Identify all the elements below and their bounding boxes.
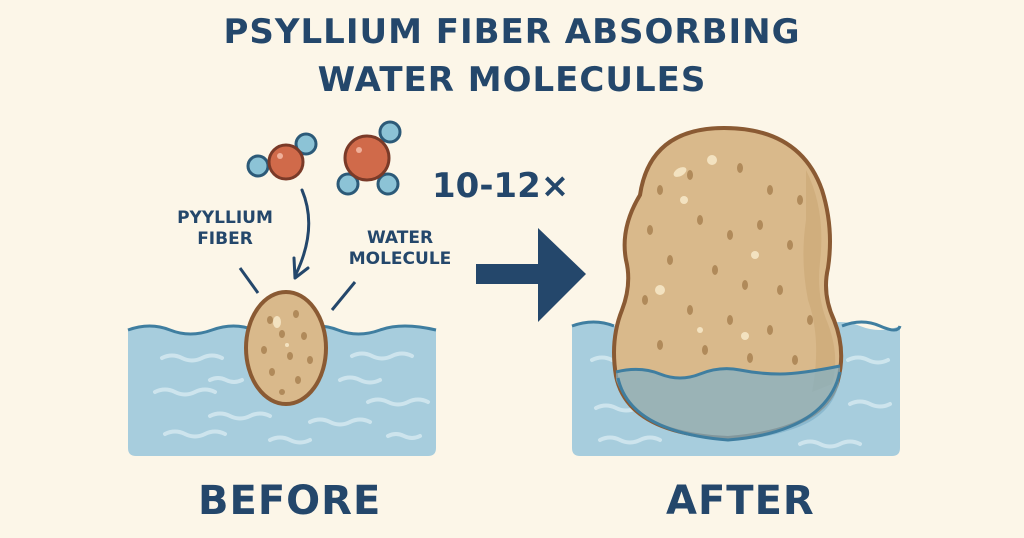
after-label: AFTER — [666, 478, 815, 524]
psyllium-fiber-swollen-icon — [612, 125, 844, 442]
water-molecule-label: WATER MOLECULE — [330, 228, 470, 270]
title-line-1: PSYLLIUM FIBER ABSORBING — [223, 12, 801, 52]
right-arrow-icon — [476, 228, 586, 322]
water-molecule-icon — [336, 120, 402, 196]
before-label: BEFORE — [198, 478, 382, 524]
label-line: WATER — [366, 228, 434, 248]
label-line: FIBER — [197, 229, 253, 249]
expansion-ratio: 10-12× — [432, 166, 570, 206]
leader-line — [238, 267, 260, 294]
label-line: MOLECULE — [348, 249, 452, 269]
psyllium-fiber-label: PYYLLIUM FIBER — [160, 208, 290, 250]
leader-line — [330, 281, 357, 311]
label-line: PYYLLIUM — [177, 208, 273, 228]
psyllium-fiber-small-icon — [244, 290, 328, 406]
water-molecule-icon — [246, 132, 318, 181]
curved-arrow-icon — [292, 188, 311, 280]
title-line-2: WATER MOLECULES — [317, 60, 707, 100]
